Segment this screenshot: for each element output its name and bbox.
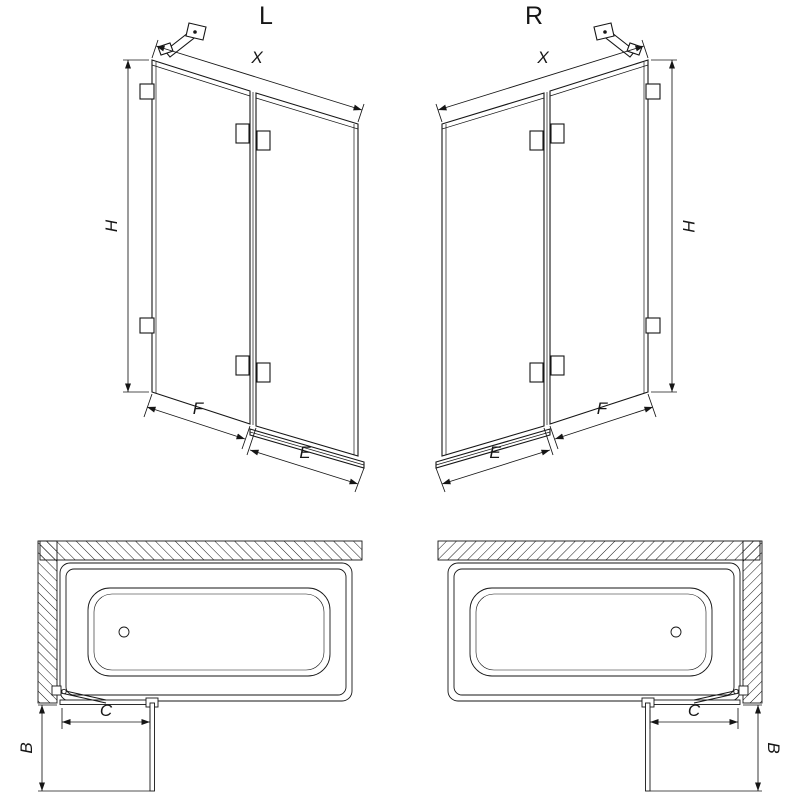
dim-label-e-right: E [489,443,501,462]
dim-label-h-left: H [102,219,121,232]
dim-label-c-left: C [100,701,113,720]
dim-label-x-left: X [250,48,263,67]
variant-label-right: R [525,2,543,30]
dim-label-e-left: E [299,443,311,462]
dim-label-b-left: B [17,742,36,753]
dim-label-c-right: C [688,701,701,720]
dim-label-f-left: F [193,399,205,418]
dim-label-x-right: X [536,48,549,67]
dim-label-f-right: F [597,399,609,418]
dim-label-h-right: H [679,220,698,233]
dim-label-b-right: B [764,742,783,753]
variant-label-left: L [259,2,273,30]
